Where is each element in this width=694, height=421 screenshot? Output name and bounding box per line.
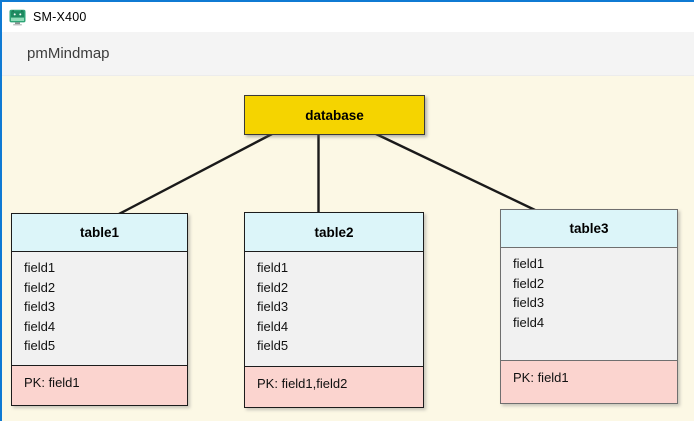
table1-pk-row: PK: field1 (12, 365, 187, 405)
window-title: SM-X400 (33, 10, 87, 24)
field-row: field1 (513, 256, 545, 271)
field-row: field5 (257, 338, 289, 353)
table3-node[interactable]: table3 field1 field2 field3 field4 PK: f… (500, 209, 678, 404)
table3-pk-row: PK: field1 (501, 360, 677, 403)
field-row: field4 (513, 314, 545, 330)
field-row: field1 (257, 260, 289, 275)
table3-header: table3 (501, 210, 677, 248)
field-row: field4 (257, 318, 289, 334)
field-row: field2 (257, 279, 289, 295)
field-row: field3 (24, 299, 56, 314)
database-root-node[interactable]: database (244, 95, 425, 135)
title-bar[interactable]: SM-X400 (2, 2, 694, 32)
field-row: field1 (24, 260, 56, 275)
connector-lines (118, 132, 536, 216)
field-row: field4 (24, 318, 56, 334)
field-row: field3 (513, 295, 545, 310)
app-action-bar: pmMindmap (2, 32, 694, 76)
table1-header: table1 (12, 214, 187, 252)
table3-field-list: field1 field2 field3 field4 (501, 248, 677, 360)
table2-node[interactable]: table2 field1 field2 field3 field4 field… (244, 212, 424, 408)
database-root-label: database (305, 107, 364, 123)
table2-pk-row: PK: field1,field2 (245, 366, 423, 407)
field-row: field2 (24, 279, 56, 295)
scrcpy-monitor-robot-icon (9, 9, 26, 25)
table2-field-list: field1 field2 field3 field4 field5 (245, 252, 423, 366)
app-name-label: pmMindmap (27, 45, 110, 62)
table2-header: table2 (245, 213, 423, 252)
mindmap-canvas[interactable]: database table1 field1 field2 field3 fie… (2, 76, 694, 421)
field-row: field3 (257, 299, 289, 314)
field-row: field5 (24, 338, 56, 353)
table1-node[interactable]: table1 field1 field2 field3 field4 field… (11, 213, 188, 406)
field-row: field2 (513, 275, 545, 291)
table1-field-list: field1 field2 field3 field4 field5 (12, 252, 187, 365)
